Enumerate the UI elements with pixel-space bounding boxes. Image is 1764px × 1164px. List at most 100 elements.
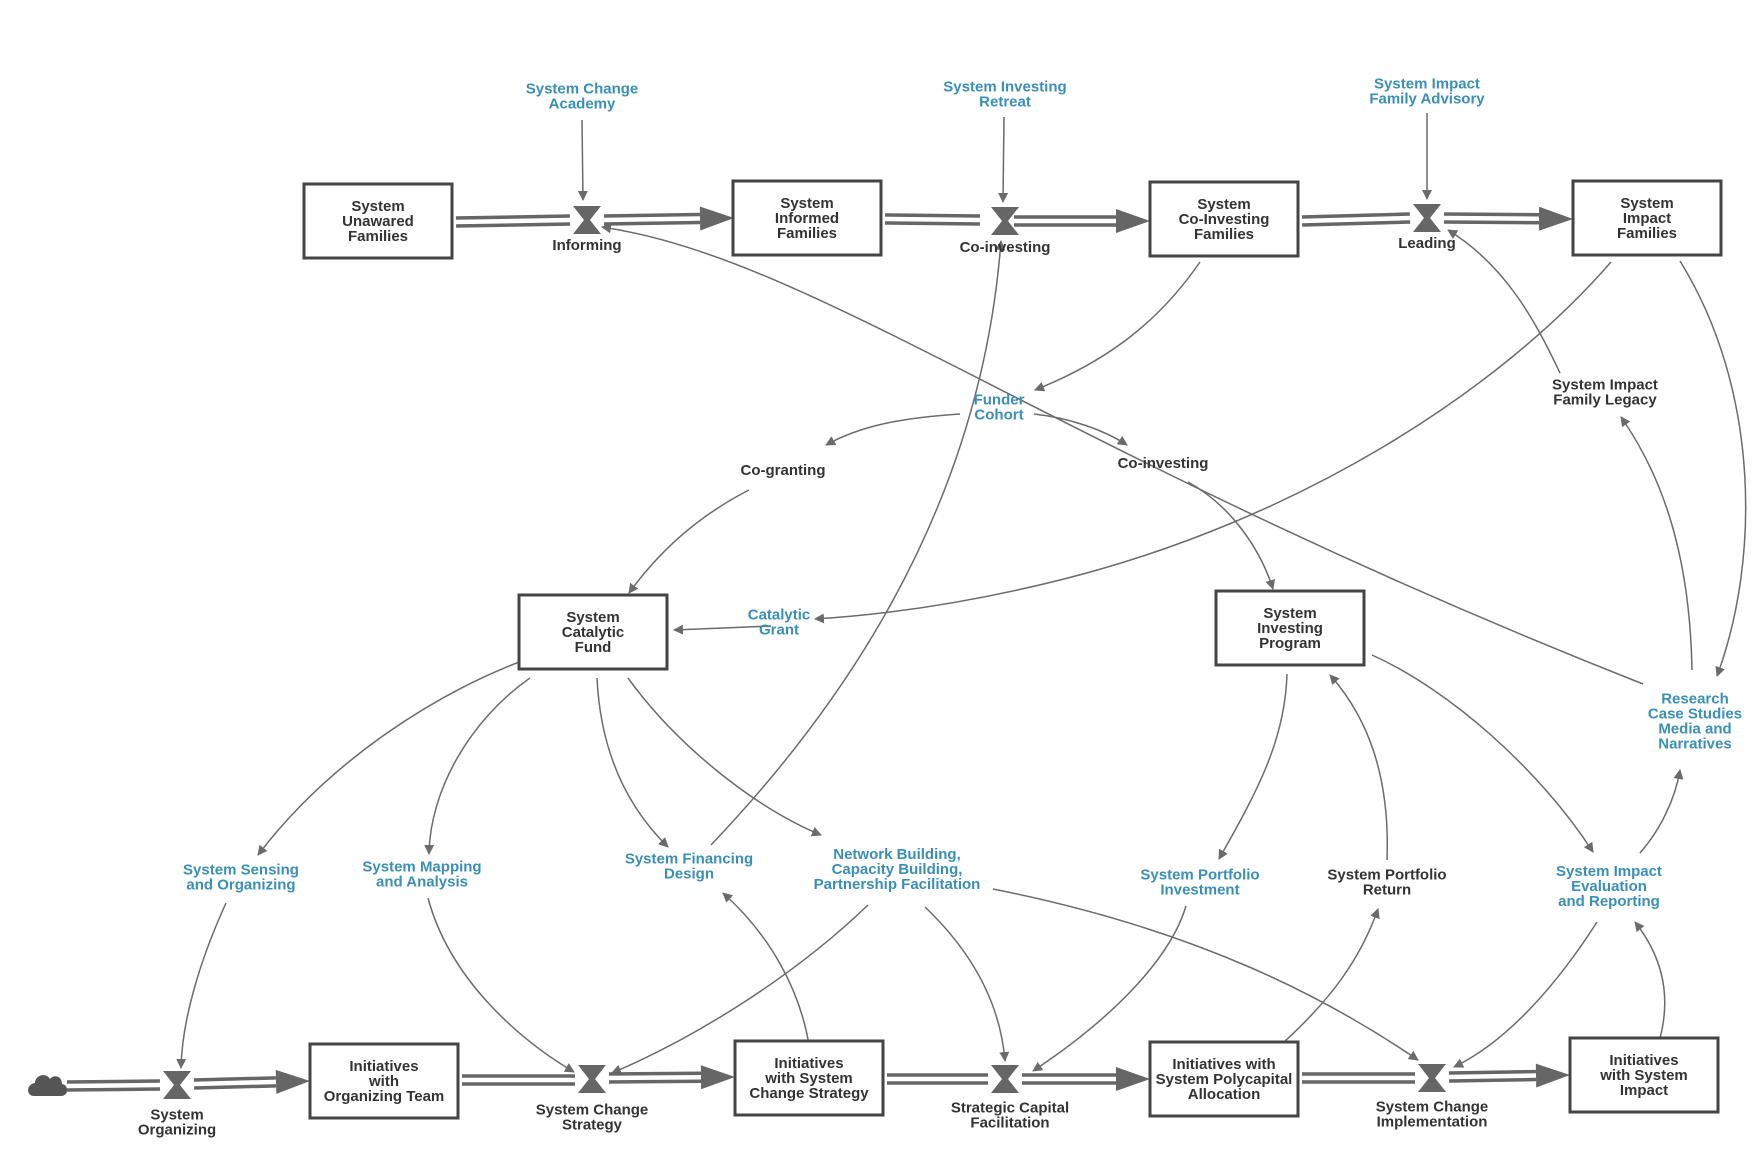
system-organizing-valve-icon[interactable]	[163, 1071, 191, 1099]
causal-link-1	[577, 119, 588, 201]
variable-network-building: Network Building,Capacity Building,Partn…	[814, 846, 981, 893]
flow-pipe-12	[1022, 1067, 1150, 1091]
flow-pipe-14	[1448, 1063, 1570, 1088]
causal-link-21	[924, 906, 1010, 1062]
system-change-strategy-valve-icon[interactable]	[578, 1065, 606, 1093]
causal-link-32	[427, 897, 575, 1073]
flow-pipe-6	[1443, 206, 1573, 231]
causal-link-2	[998, 116, 1009, 203]
causal-link-15	[1639, 769, 1684, 854]
stock-system-unawared-families[interactable]	[302, 182, 454, 260]
causal-link-13	[1620, 416, 1693, 671]
flow-label-leading: Leading	[1398, 235, 1456, 252]
stocks	[302, 179, 1723, 1120]
stock-system-impact-families[interactable]	[1571, 179, 1723, 257]
stock-system-informed-families[interactable]	[731, 179, 883, 257]
causal-link-30	[710, 240, 1006, 846]
causal-link-14	[1679, 260, 1747, 677]
informing-valve-icon[interactable]	[573, 206, 601, 234]
stock-system-catalytic-fund[interactable]	[517, 593, 669, 671]
stock-system-investing-program[interactable]	[1214, 589, 1366, 667]
causal-link-25	[1634, 921, 1666, 1039]
causal-link-23	[992, 888, 1419, 1061]
causal-link-7	[628, 489, 750, 594]
leading-valve-icon[interactable]	[1413, 204, 1441, 232]
cloud-icon	[28, 1075, 68, 1096]
causal-link-11	[601, 223, 1644, 685]
stock-system-co-investing-families[interactable]	[1148, 180, 1300, 258]
causal-link-26	[257, 657, 531, 856]
flow-pipe-4	[1014, 209, 1150, 233]
flow-pipes	[66, 206, 1573, 1094]
causal-link-5	[825, 413, 961, 446]
causal-link-20	[1283, 908, 1380, 1043]
system-change-implementation-valve-icon[interactable]	[1418, 1064, 1446, 1092]
variable-co-granting: Co-granting	[741, 462, 826, 479]
causal-link-6	[1033, 413, 1128, 446]
flow-pipe-7	[66, 1079, 161, 1092]
source-cloud-icon	[28, 1075, 68, 1096]
strategic-capital-facilitation-valve-icon[interactable]	[991, 1065, 1019, 1093]
flow-pipe-9	[462, 1074, 575, 1086]
stock-initiatives-system-impact[interactable]	[1568, 1036, 1720, 1114]
causal-link-24	[1453, 921, 1598, 1068]
stock-initiatives-organizing-team[interactable]	[308, 1042, 460, 1120]
flow-pipe-3	[884, 213, 981, 226]
causal-link-9	[814, 261, 1612, 624]
causal-link-17	[1218, 673, 1288, 860]
flow-pipe-13	[1302, 1072, 1415, 1084]
causal-link-19	[1032, 905, 1187, 1072]
flow-pipe-5	[1301, 212, 1411, 227]
causal-link-31	[176, 902, 227, 1069]
flow-valves	[163, 204, 1446, 1099]
causal-link-4	[1034, 261, 1201, 392]
causal-link-27	[424, 677, 531, 855]
stock-initiatives-system-change-strategy[interactable]	[733, 1039, 885, 1117]
flow-pipe-1	[455, 214, 571, 228]
causal-links	[176, 113, 1747, 1075]
causal-link-29	[627, 677, 822, 837]
causal-link-33	[722, 892, 810, 1046]
flow-label-informing: Informing	[552, 237, 621, 254]
causal-link-22	[611, 904, 869, 1075]
causal-link-10	[673, 624, 772, 635]
stock-initiatives-polycapital-allocation[interactable]	[1148, 1040, 1300, 1118]
causal-link-16	[1371, 654, 1594, 853]
flow-pipe-2	[603, 206, 734, 231]
causal-link-18	[1329, 674, 1389, 861]
flow-pipe-8	[193, 1069, 310, 1094]
flow-pipe-11	[887, 1073, 988, 1085]
co-investing-valve-icon[interactable]	[991, 207, 1019, 235]
variable-co-investing-link: Co-investing	[1118, 455, 1209, 472]
causal-link-28	[596, 677, 669, 848]
